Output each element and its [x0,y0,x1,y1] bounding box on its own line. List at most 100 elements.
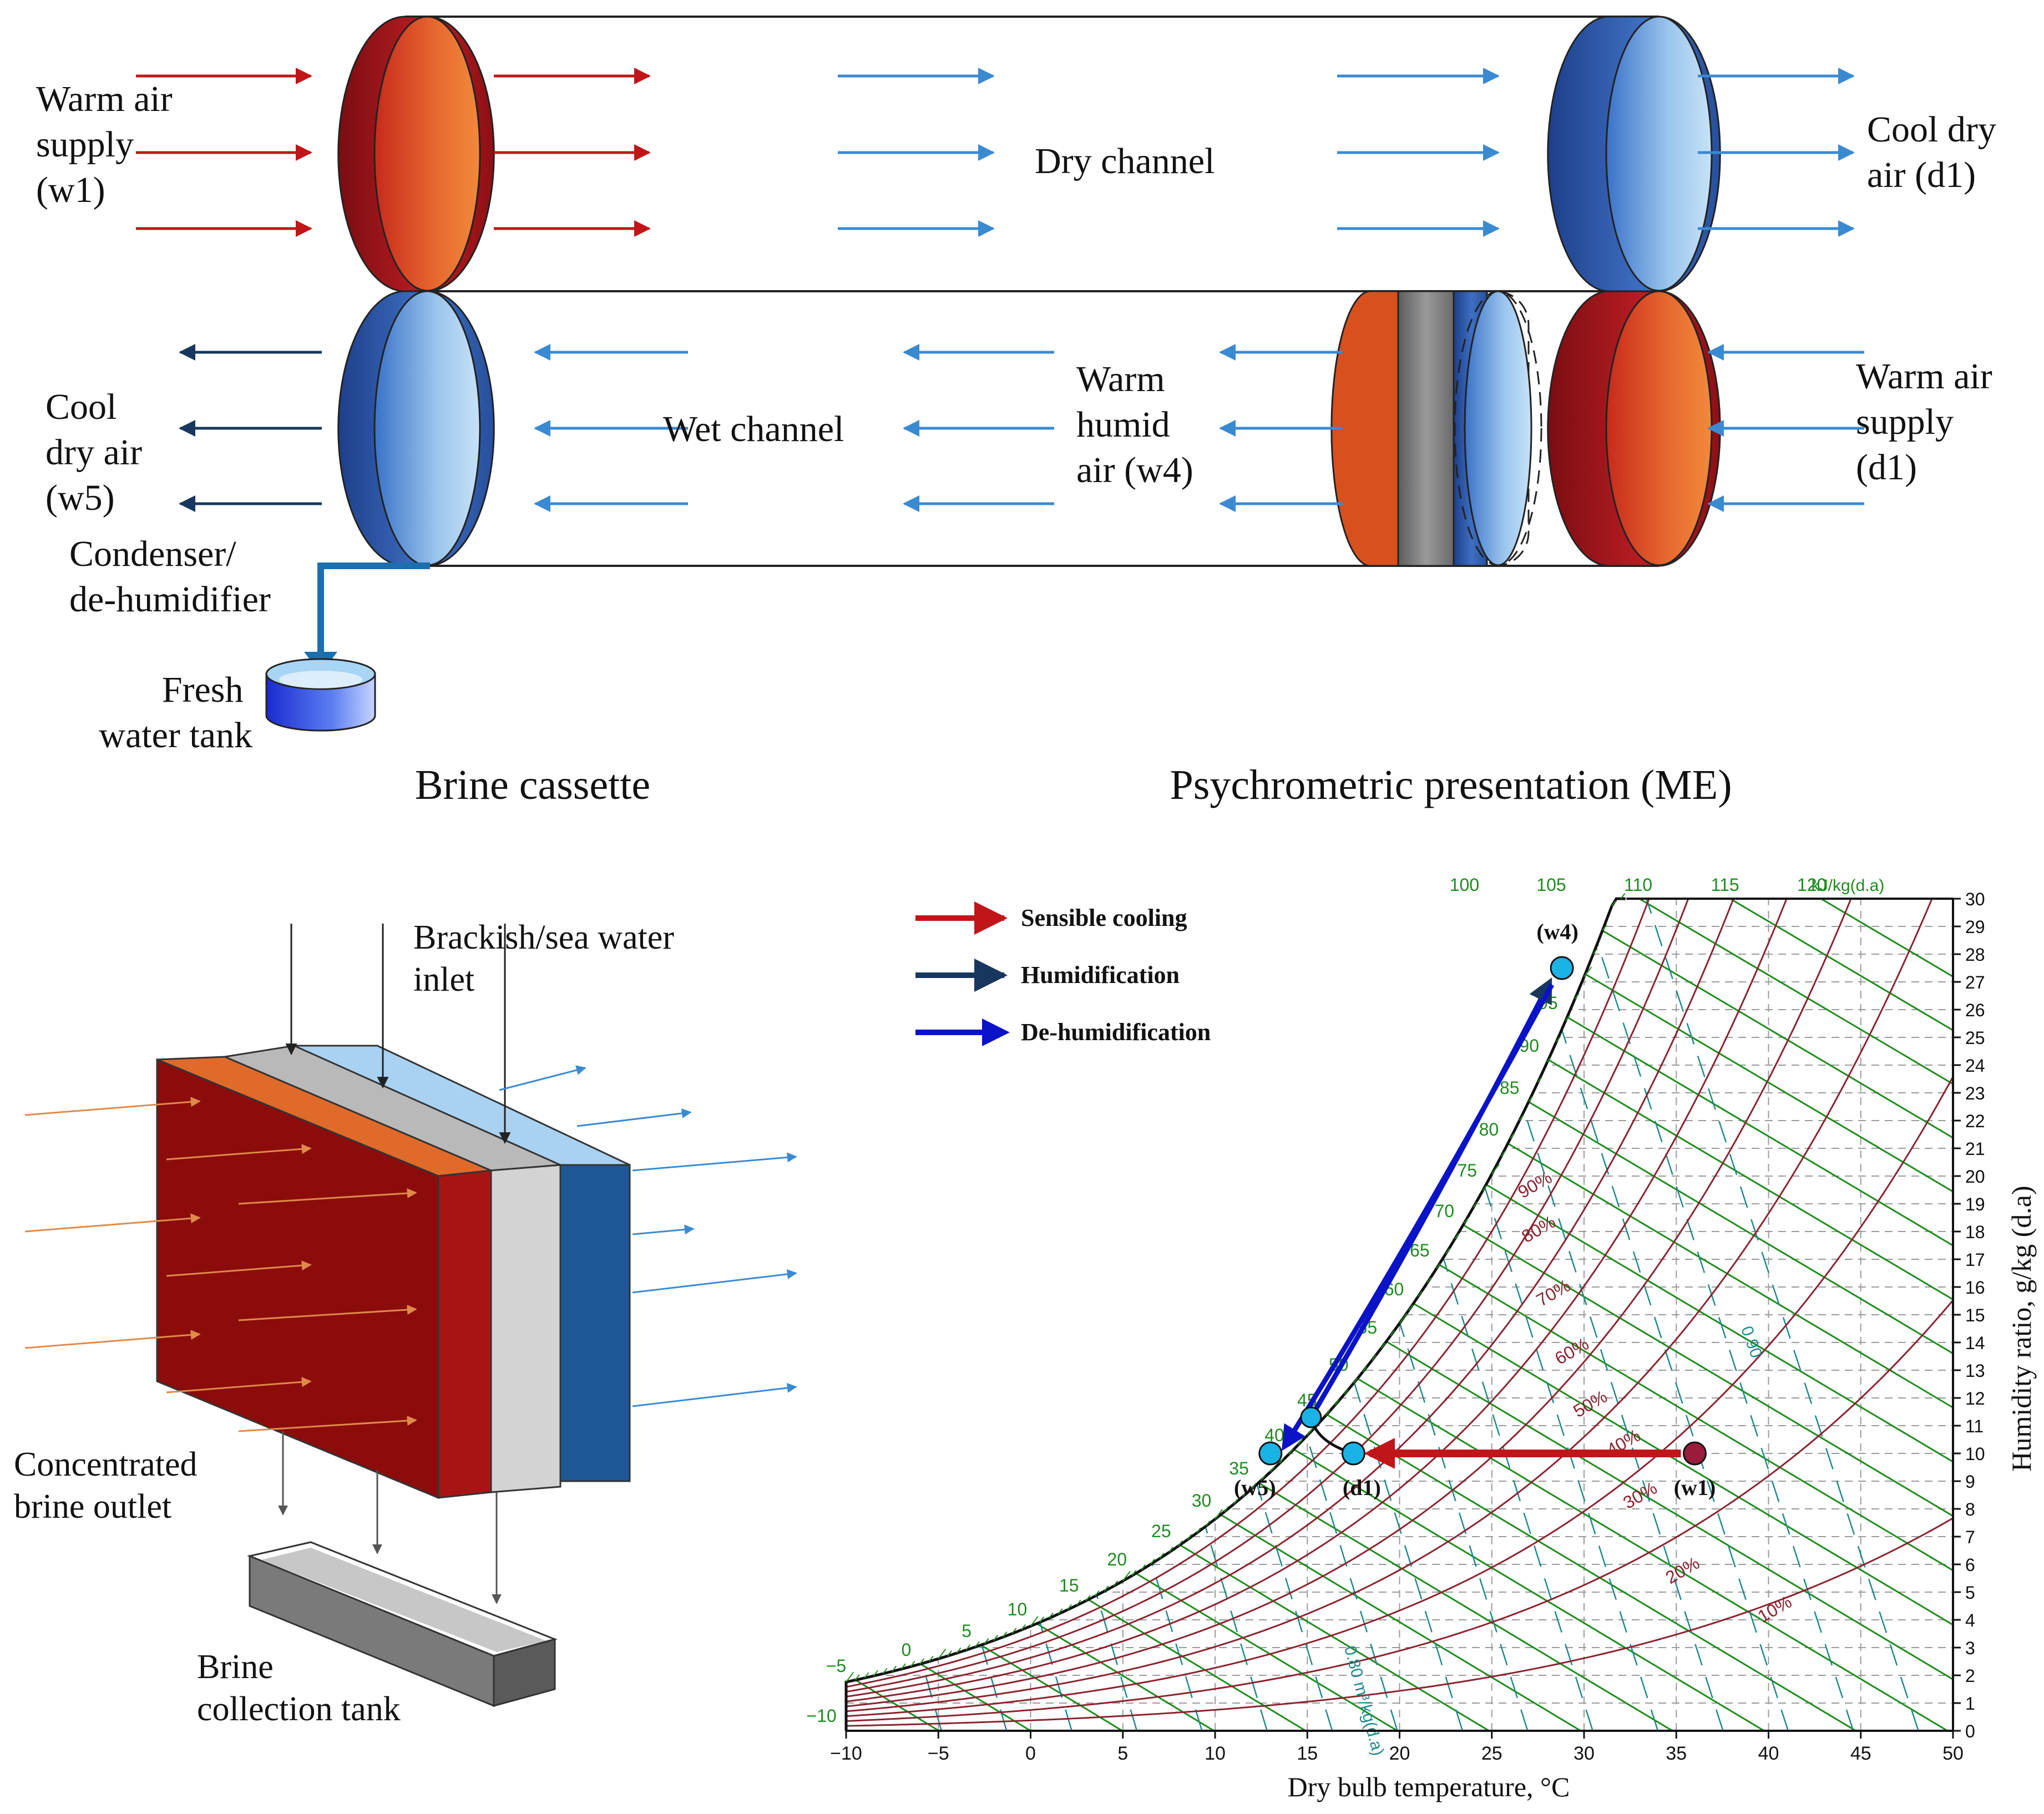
cassette-blue-side [559,1164,631,1482]
scale-tick [873,1670,878,1676]
saturation-curve [844,897,1626,1731]
rh-curve [846,899,1862,1707]
enthalpy-label: 5 [962,1621,972,1641]
arrow-cool-air-out [632,1382,797,1407]
scale-tick [1510,1133,1515,1139]
x-tick-label: −5 [928,1743,949,1764]
rh-label: 80% [1518,1212,1559,1247]
scale-tick [928,1655,934,1662]
scale-tick [1464,1217,1469,1224]
enthalpy-label: 35 [1229,1458,1249,1478]
cool-dry-air-w5-label: Cool dry air (w5) [45,387,151,518]
enthalpy-line [1547,1058,1953,1731]
y-tick-label: 6 [1965,1555,1975,1575]
y-tick-label: 13 [1965,1361,1985,1381]
scale-tick [854,1674,860,1681]
warm-air-supply-w1-label: Warm air supply (w1) [36,79,181,210]
scale-tick [1269,1466,1275,1473]
arrow-cool-air-out [576,1108,692,1127]
scale-tick [947,1650,952,1656]
fresh-water-tank-icon [265,658,376,732]
scale-tick [1500,1151,1506,1157]
cool-dry-disk-d1 [1547,16,1721,292]
y-tick-label: 8 [1965,1499,1975,1519]
scale-tick [1187,1534,1192,1541]
scale-tick [1159,1553,1165,1559]
enthalpy-line [1618,899,1953,1731]
y-tick-label: 2 [1965,1666,1975,1686]
scale-tick [1122,1570,1131,1582]
x-tick-label: 15 [1297,1743,1318,1764]
scale-tick [1205,1521,1211,1527]
arrow-warm-air-in [166,1260,312,1277]
enthalpy-label: 65 [1410,1240,1430,1260]
scale-tick [892,1665,897,1672]
legend-label: De-humidification [1021,1019,1211,1046]
x-tick-label: 5 [1117,1743,1128,1764]
state-label-w5: (w5) [1234,1475,1276,1500]
volume-line [1561,1028,1789,1731]
scale-tick [882,1668,888,1674]
scale-tick [1233,1498,1238,1505]
scale-tick [1574,993,1580,1000]
enthalpy-label: 80 [1479,1119,1499,1139]
y-tick-label: 11 [1965,1416,1984,1436]
y-tick-label: 16 [1965,1278,1985,1298]
y-tick-label: 28 [1965,945,1985,965]
x-tick-label: 25 [1481,1743,1502,1764]
scale-tick [1473,1202,1478,1208]
enthalpy-label: 85 [1500,1078,1520,1098]
enthalpy-line [1463,1224,1953,1731]
rh-label: 30% [1620,1478,1660,1513]
y-tick-label: 3 [1965,1638,1975,1658]
brine-cassette-stack [1330,290,1542,567]
arrow-warm-air-in [238,1305,417,1321]
rh-curve [846,899,1696,1693]
volume-line [1096,1594,1138,1731]
volume-line [1306,1435,1398,1731]
y-tick-label: 24 [1965,1056,1985,1076]
enthalpy-label: 25 [1151,1521,1171,1541]
enthalpy-line [1438,1263,1953,1731]
scale-tick [1095,1590,1100,1597]
scale-tick [1039,1617,1045,1623]
dehumidifier-diagram: Warm air supply (w1) Dry channel Cool dr… [36,16,1996,756]
scale-tick [1251,1483,1257,1489]
rh-curve [846,1517,1953,1727]
y-tick-label: 30 [1965,889,1985,909]
scale-tick [910,1661,915,1667]
scale-tick [1076,1599,1081,1606]
y-tick-label: 7 [1965,1527,1975,1547]
state-label-w1: (w1) [1674,1475,1716,1500]
volume-line [1204,1525,1268,1731]
arrow-cool-air-out [499,1065,586,1091]
fresh-water-tank-label: Fresh water tank [99,670,252,756]
scale-tick [846,1671,854,1683]
x-tick-label: 45 [1850,1743,1871,1764]
chart-process-paths: (w1)(d1)(w5)(w4) [1234,919,1716,1500]
legend-label: Humidification [1021,961,1180,989]
scale-tick [1620,893,1626,899]
scale-tick [1150,1558,1155,1565]
y-tick-label: 17 [1965,1250,1985,1270]
chart-property-lines [846,899,1953,1731]
dehumidification-return-path [1282,983,1555,1451]
volume-line [1484,1185,1659,1731]
enthalpy-label: 110 [1624,875,1652,895]
y-tick-label: 12 [1965,1389,1985,1408]
enthalpy-line [1385,1340,1953,1731]
state-point-w1 [1683,1441,1707,1466]
enthalpy-line [1087,1598,1307,1731]
y-tick-label: 9 [1965,1472,1975,1492]
enthalpy-line [1485,1183,1953,1731]
enthalpy-line [1566,1016,1953,1731]
enthalpy-line [1412,1302,1953,1731]
brine-outlet-label: Concentrated brine outlet [14,1446,206,1526]
arrow-cool-air-out [632,1152,797,1172]
enthalpy-label: 120 [1797,875,1827,895]
y-tick-label: 1 [1965,1694,1975,1714]
scale-tick [1325,1410,1330,1416]
x-tick-label: 40 [1758,1743,1779,1764]
y-tick-label: 20 [1965,1167,1985,1187]
